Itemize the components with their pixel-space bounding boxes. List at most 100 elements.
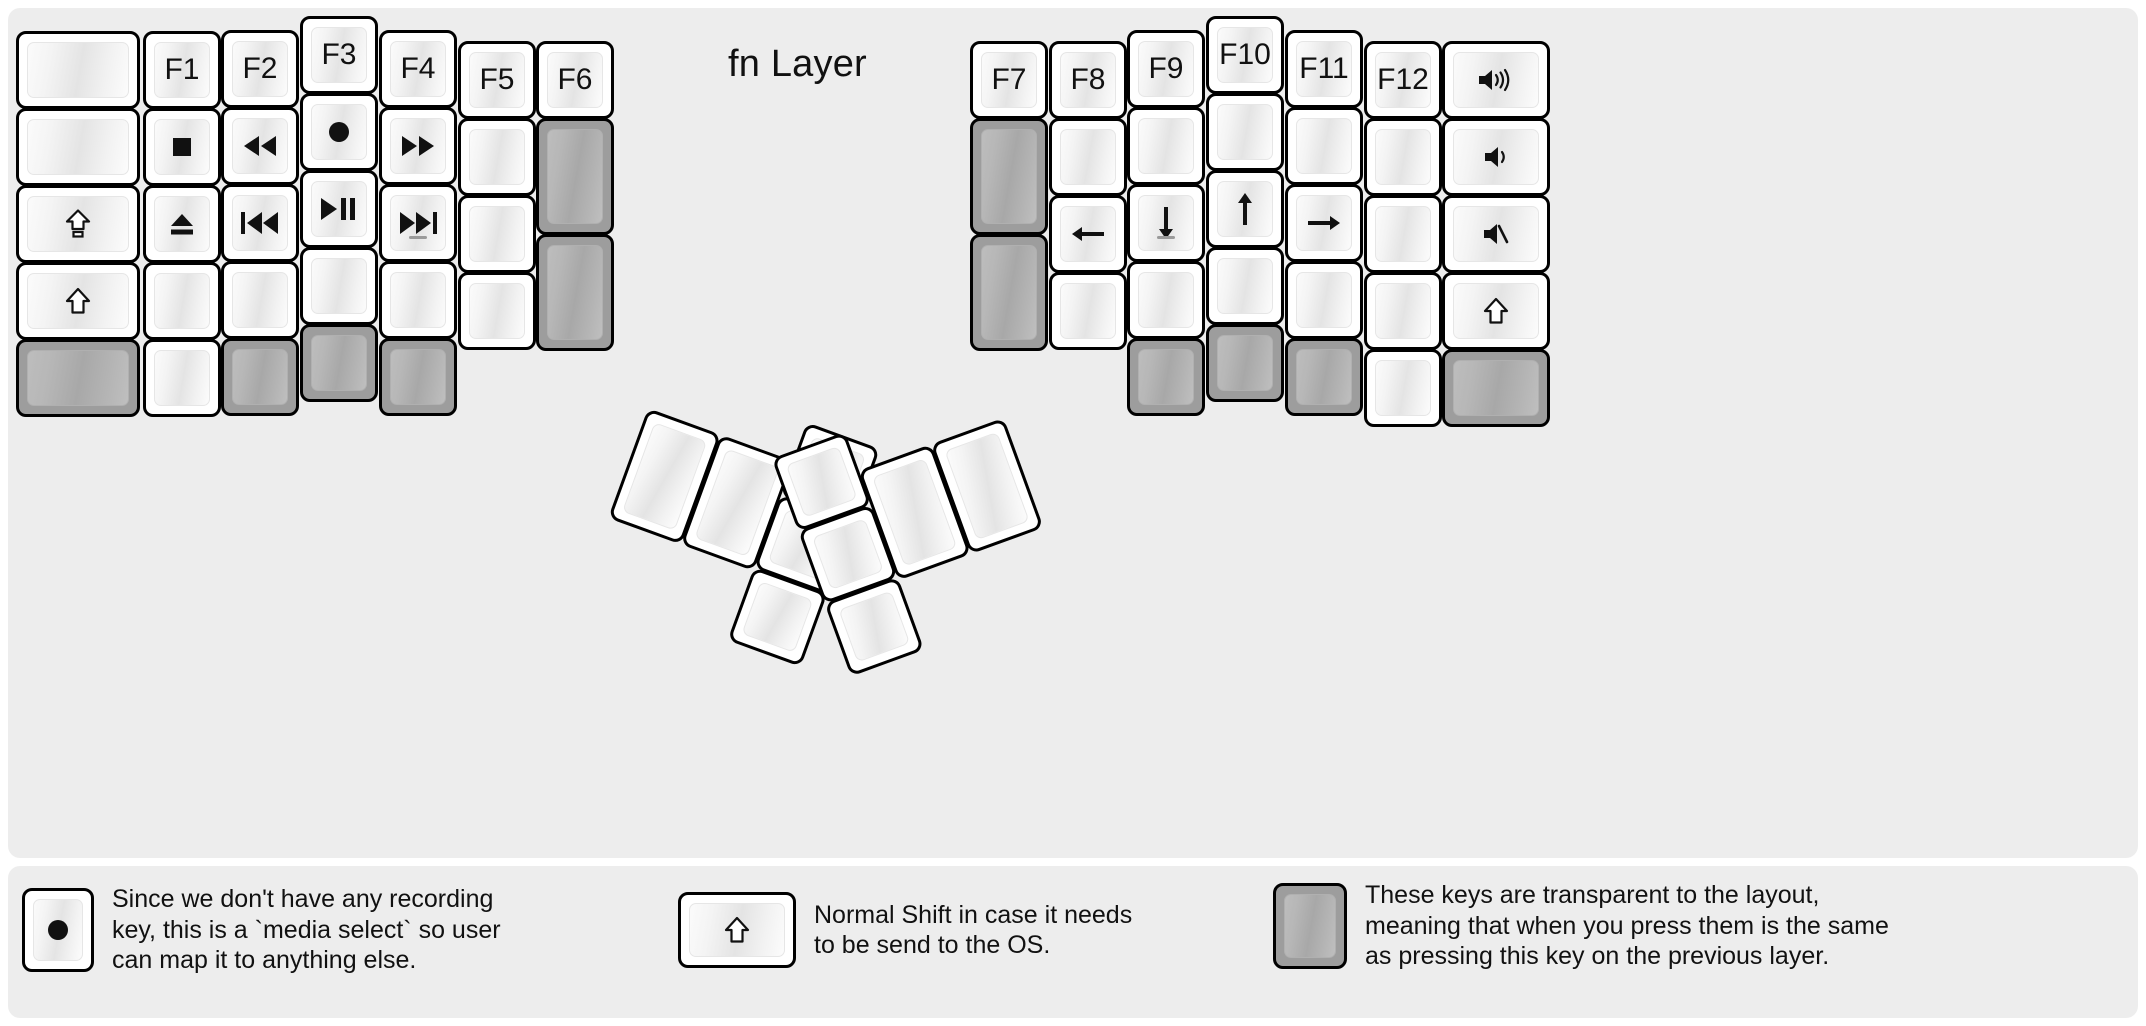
transparent-key[interactable] [970,118,1048,235]
shift-icon [1483,297,1509,325]
media-stop-key[interactable] [143,108,221,186]
keycap-face [1375,206,1431,262]
media-play-pause-key[interactable] [300,170,378,248]
transparent-key[interactable] [16,339,140,417]
blank-key[interactable] [1364,195,1442,273]
key-f10[interactable]: F10 [1206,16,1284,94]
media-record-key[interactable] [300,93,378,171]
blank-key[interactable] [16,31,140,109]
key-f2[interactable]: F2 [221,30,299,108]
volume-down-icon [1483,144,1509,170]
keycap-face [27,42,129,98]
key-f4[interactable]: F4 [379,30,457,108]
transparent-key[interactable] [1285,338,1363,416]
key-f9[interactable]: F9 [1127,30,1205,108]
key-f11[interactable]: F11 [1285,30,1363,108]
blank-key[interactable] [1049,272,1127,350]
blank-key[interactable] [1127,107,1205,185]
media-eject-key[interactable] [143,185,221,263]
media-record-key [22,887,94,972]
media-rewind-key[interactable] [221,107,299,185]
keycap-face [232,118,288,174]
arrow-left-key[interactable] [1049,195,1127,273]
keycap-face [390,118,446,174]
blank-key[interactable] [1364,349,1442,427]
transparent-key[interactable] [300,324,378,402]
transparent-key[interactable] [221,338,299,416]
legend-item-shift-key: Normal Shift in case it needs to be send… [678,892,1132,968]
blank-key[interactable] [1127,261,1205,339]
keycap-face [1060,283,1116,339]
shift-key[interactable] [16,262,140,340]
media-prev-track-key[interactable] [221,184,299,262]
keycap-face [785,445,858,518]
key-f5[interactable]: F5 [458,41,536,119]
keycap-face: F7 [981,52,1037,108]
keycap-face [154,350,210,406]
blank-key[interactable] [300,247,378,325]
media-fast-forward-icon [401,136,435,156]
blank-key[interactable] [1206,247,1284,325]
transparent-key[interactable] [536,234,614,351]
blank-key[interactable] [458,118,536,196]
volume-mute-key[interactable] [1442,195,1550,273]
keycap-face: F12 [1375,52,1431,108]
shift-key [678,892,796,968]
transparent-key[interactable] [1127,338,1205,416]
keycap-face [1138,349,1194,405]
arrow-down-key[interactable] [1127,184,1205,262]
legend-key-sample [22,887,94,972]
keycap-face [1060,206,1116,262]
media-fast-forward-key[interactable] [379,107,457,185]
blank-key[interactable] [143,339,221,417]
blank-key[interactable] [143,262,221,340]
transparent-key[interactable] [1442,349,1550,427]
volume-down-key[interactable] [1442,118,1550,196]
transparent-key[interactable] [1206,324,1284,402]
keycap-face: F1 [154,42,210,98]
key-f7[interactable]: F7 [970,41,1048,119]
media-eject-icon [169,212,195,236]
keycap-face [547,245,603,340]
media-next-track-key[interactable] [379,184,457,262]
keycap-face [1296,195,1352,251]
arrow-up-key[interactable] [1206,170,1284,248]
blank-key[interactable] [1285,261,1363,339]
key-f8[interactable]: F8 [1049,41,1127,119]
key-f1[interactable]: F1 [143,31,221,109]
key-f12[interactable]: F12 [1364,41,1442,119]
blank-key[interactable] [1364,272,1442,350]
transparent-key[interactable] [379,338,457,416]
legend-item-transparent-key: These keys are transparent to the layout… [1273,880,1889,972]
keycap-face [33,898,83,961]
blank-key[interactable] [1364,118,1442,196]
keycap-face [311,104,367,160]
blank-key[interactable] [379,261,457,339]
volume-up-key[interactable] [1442,41,1550,119]
shift-key[interactable] [1442,272,1550,350]
transparent-key[interactable] [536,118,614,235]
shift-icon [65,287,91,315]
keycap-face [1453,129,1539,185]
legend-key-sample [1273,882,1347,969]
legend-text: These keys are transparent to the layout… [1365,881,1889,970]
keycap-face [390,349,446,405]
arrow-right-key[interactable] [1285,184,1363,262]
blank-key[interactable] [221,261,299,339]
caps-lock-key[interactable] [16,185,140,263]
key-label: F5 [479,63,515,96]
blank-key[interactable] [1206,93,1284,171]
blank-key[interactable] [1049,118,1127,196]
blank-key[interactable] [458,272,536,350]
blank-key[interactable] [458,195,536,273]
keycap-face [1138,118,1194,174]
transparent-key[interactable] [970,234,1048,351]
blank-key[interactable] [16,108,140,186]
keycap-face [741,581,814,653]
key-f3[interactable]: F3 [300,16,378,94]
key-label: F6 [557,63,593,96]
legend-key-sample [678,892,796,968]
key-f6[interactable]: F6 [536,41,614,119]
blank-key[interactable] [1285,107,1363,185]
